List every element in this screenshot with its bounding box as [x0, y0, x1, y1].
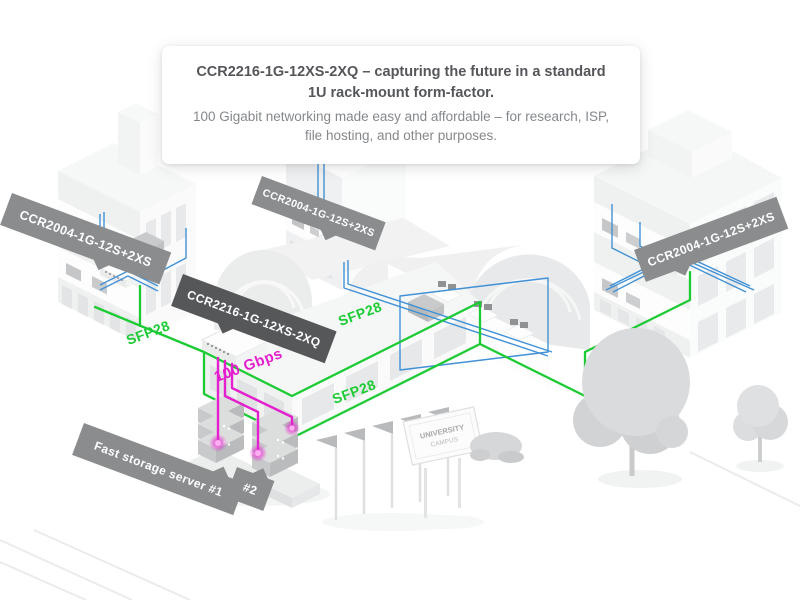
card-subtitle: 100 Gigabit networking made easy and aff…	[192, 109, 609, 143]
tag-storage-server-2-label: #2	[241, 479, 260, 499]
link-glows	[209, 420, 300, 462]
tree-small	[733, 385, 788, 462]
ground-paths	[0, 451, 800, 600]
info-card: CCR2216-1G-12XS-2XQ – capturing the futu…	[162, 46, 640, 164]
card-title: CCR2216-1G-12XS-2XQ – capturing the futu…	[196, 64, 606, 102]
rocks	[470, 432, 524, 463]
router-center	[200, 323, 270, 366]
tree-large	[573, 328, 690, 476]
campus-sign: UNIVERSITY CAMPUS	[402, 406, 484, 518]
building-center	[200, 218, 590, 438]
